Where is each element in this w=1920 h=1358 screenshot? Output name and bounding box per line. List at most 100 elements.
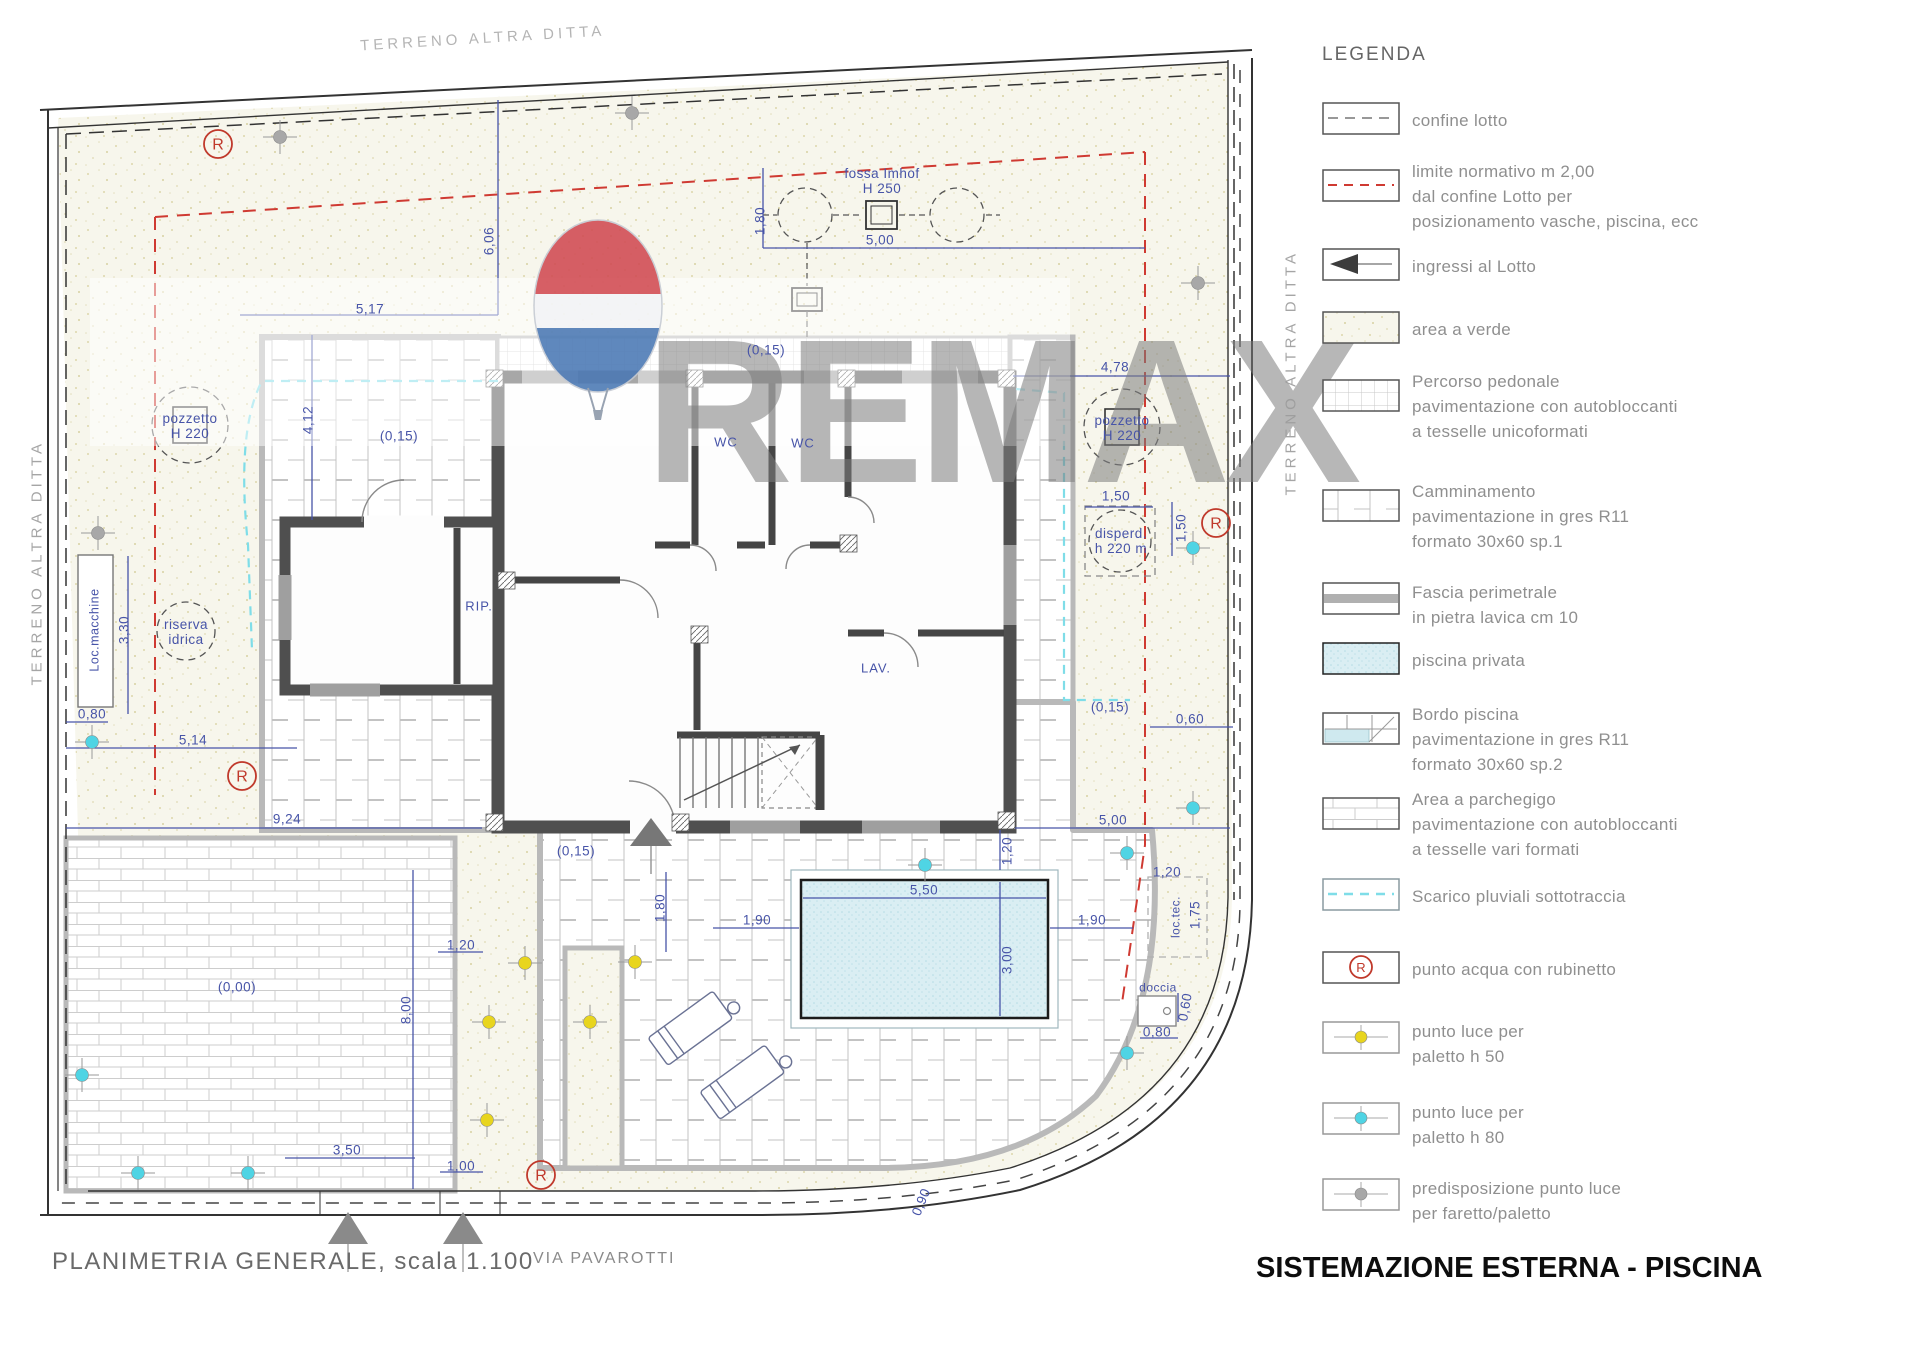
dimension-label: 1,80 <box>652 893 668 923</box>
water-point-icon: R <box>227 761 257 791</box>
room-lav: LAV. <box>860 660 892 676</box>
confine-dashed <box>65 64 1235 1186</box>
terreno-label-left: TERRENO ALTRA DITTA <box>28 440 46 686</box>
dimension-label: 1,80 <box>752 206 768 236</box>
dimension-label: 1,20 <box>446 937 476 953</box>
room-rip: RIP. <box>465 598 493 614</box>
disperdente <box>1084 505 1156 577</box>
plan-title: PLANIMETRIA GENERALE, scala 1.100 <box>52 1248 534 1275</box>
light-paletto-h80-icon <box>231 1156 265 1190</box>
dimension-label: 1,75 <box>1187 900 1203 930</box>
light-spare-icon <box>1181 266 1215 300</box>
dimension-label: (0,15) <box>556 843 596 859</box>
dimension-label: 5,00 <box>865 232 895 248</box>
dimension-label: 5,17 <box>355 301 385 317</box>
riserva-idrica-circle <box>156 601 216 661</box>
dimension-label: 1,00 <box>446 1158 476 1174</box>
legend-swatch-verde-icon <box>1322 311 1400 349</box>
svg-text:R: R <box>1356 960 1365 975</box>
svg-text:R: R <box>236 769 248 786</box>
legend-swatch-acqua-icon: R <box>1322 951 1400 989</box>
legend-swatch-parcheggio-icon <box>1322 797 1400 835</box>
dimension-label: 9,24 <box>272 811 302 827</box>
sun-loungers <box>648 991 793 1120</box>
loc-tec-box <box>1147 876 1208 958</box>
light-paletto-h80-icon <box>1110 836 1144 870</box>
dimension-label: 4,78 <box>1100 359 1130 375</box>
pozzetto-right <box>1083 388 1161 466</box>
legend-title: LEGENDA <box>1322 44 1427 65</box>
legend-swatch-ingressi-icon <box>1322 248 1400 286</box>
dimension-label: 3,50 <box>332 1142 362 1158</box>
watermark-text: REMAX <box>645 297 1360 526</box>
light-paletto-h80-icon <box>1176 531 1210 565</box>
dimension-label: (0,15) <box>1090 699 1130 715</box>
legend-swatch-percorso-icon <box>1322 379 1400 417</box>
stairs <box>679 735 825 810</box>
dimension-label: (0,15) <box>746 342 786 358</box>
road <box>39 49 1253 1216</box>
dimension-label: 1,90 <box>1077 912 1107 928</box>
light-points-layer <box>65 96 1215 1190</box>
loc-macchine-box <box>77 554 114 708</box>
loc-macchine-label: Loc.macchine <box>87 588 102 672</box>
legend-item-verde: area a verde <box>1412 320 1512 339</box>
light-paletto-h80-icon <box>908 848 942 882</box>
light-paletto-h80-icon <box>1176 791 1210 825</box>
svg-text:R: R <box>212 137 224 154</box>
legend-swatch-luce80-icon <box>1322 1102 1400 1140</box>
door-arcs <box>361 479 919 828</box>
legend-item-acqua: punto acqua con rubinetto <box>1412 960 1617 979</box>
dimension-label: 1,20 <box>1152 864 1182 880</box>
doccia-box <box>1137 995 1177 1027</box>
svg-text:R: R <box>535 1168 547 1185</box>
sheet-title: SISTEMAZIONE ESTERNA - PISCINA <box>1256 1252 1763 1284</box>
dimension-label: 6,06 <box>481 226 497 256</box>
dimension-label: 5,14 <box>178 732 208 748</box>
dimension-label: 1,50 <box>1101 488 1131 504</box>
legend-swatch-piscina-icon <box>1322 642 1400 680</box>
dimension-label: 1,20 <box>999 836 1015 866</box>
legend-item-ingressi: ingressi al Lotto <box>1412 257 1537 276</box>
dimension-label: 0,80 <box>1142 1024 1172 1040</box>
parking-area <box>63 835 458 1194</box>
light-paletto-h50-icon <box>472 1005 506 1039</box>
dimension-label: 8,00 <box>398 995 414 1025</box>
dimension-label: (0,15) <box>379 428 419 444</box>
dimension-label: 1,50 <box>1173 513 1189 543</box>
light-paletto-h50-icon <box>618 945 652 979</box>
dimension-label: 5,00 <box>1098 812 1128 828</box>
light-paletto-h80-icon <box>65 1058 99 1092</box>
dimension-label: 3,00 <box>999 945 1015 975</box>
watermark: REMAX <box>90 219 1366 526</box>
dimension-label: 4,12 <box>300 405 316 435</box>
dimension-label: 1,90 <box>742 912 772 928</box>
water-points-layer: R R R R <box>203 129 1231 1190</box>
legend-swatch-confine-icon <box>1322 102 1400 140</box>
light-paletto-h80-icon <box>1110 1036 1144 1070</box>
room-wc-left: WC <box>714 434 738 450</box>
light-paletto-h50-icon <box>508 946 542 980</box>
light-paletto-h50-icon <box>573 1005 607 1039</box>
dimension-label: (0,00) <box>217 979 257 995</box>
green-bed <box>562 945 625 1171</box>
light-spare-icon <box>81 516 115 550</box>
dimension-label: 5,50 <box>909 882 939 898</box>
dimension-label: 0,80 <box>77 706 107 722</box>
water-point-icon: R <box>1201 508 1231 538</box>
legend-item-piscina: piscina privata <box>1412 651 1526 670</box>
legend-item-scarico: Scarico pluviali sottotraccia <box>1412 887 1626 906</box>
